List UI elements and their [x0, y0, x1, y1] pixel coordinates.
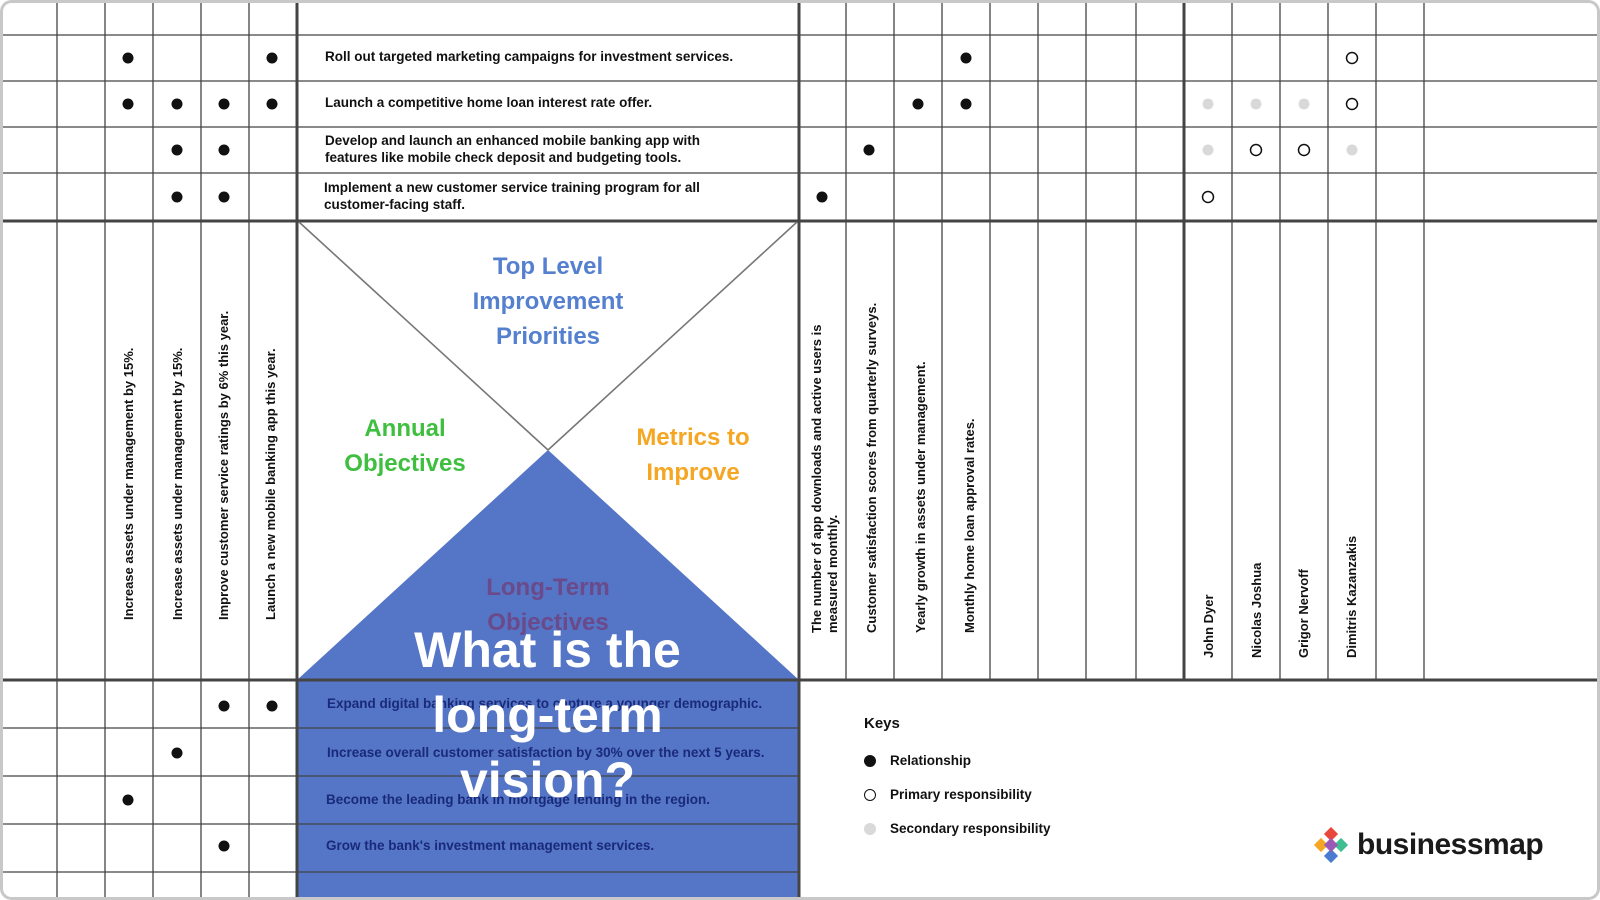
key-secondary-label: Secondary responsibility — [890, 821, 1051, 836]
long-term-objective-1: Expand digital banking services to captu… — [327, 696, 763, 711]
relationship-dot-icon — [122, 98, 134, 110]
person-nicolas-joshua: Nicolas Joshua — [1249, 562, 1264, 658]
diagonal-line — [547, 221, 798, 451]
priority-row-4: Implement a new customer service trainin… — [324, 180, 700, 212]
secondary-responsibility-dot-icon — [1346, 144, 1358, 156]
businessmap-logo-mark-icon — [1313, 827, 1349, 863]
relationship-dot-icon — [863, 144, 875, 156]
relationship-dot-icon — [171, 191, 183, 203]
key-primary-label: Primary responsibility — [890, 787, 1032, 802]
relationship-dot-icon — [864, 754, 876, 767]
relationship-dot-icon — [218, 700, 230, 712]
relationship-dot-icon — [960, 98, 972, 110]
long-term-objectives-label: Long-Term Objectives — [486, 574, 610, 636]
relationship-dot-icon — [960, 52, 972, 64]
top-level-priorities-label: Top Level Improvement Priorities — [472, 253, 624, 350]
secondary-responsibility-dot-icon — [1250, 98, 1262, 110]
businessmap-logo: businessmap — [1313, 827, 1544, 863]
metrics-to-improve-label: Metrics to Improve — [636, 424, 750, 486]
priority-row-3: Develop and launch an enhanced mobile ba… — [325, 133, 701, 165]
key-primary-responsibility: Primary responsibility — [864, 787, 1032, 802]
relationship-dot-icon — [912, 98, 924, 110]
long-term-vision-question: What is the long-term vision? — [414, 622, 681, 808]
long-term-objective-2: Increase overall customer satisfaction b… — [327, 745, 765, 760]
primary-responsibility-circle-icon — [1345, 97, 1359, 111]
primary-responsibility-circle-icon — [1297, 143, 1311, 157]
primary-responsibility-circle-icon — [864, 788, 876, 801]
person-john-dyer: John Dyer — [1201, 594, 1216, 658]
annual-objective-2: Increase assets under management by 15%. — [170, 347, 185, 620]
long-term-objectives-panel — [297, 450, 799, 900]
secondary-responsibility-dot-icon — [1298, 98, 1310, 110]
metric-3: Yearly growth in assets under management… — [913, 361, 928, 633]
annual-objective-1: Increase assets under management by 15%. — [121, 347, 136, 620]
key-relationship-label: Relationship — [890, 753, 972, 768]
key-relationship: Relationship — [864, 753, 971, 768]
relationship-dot-icon — [266, 52, 278, 64]
relationship-dot-icon — [218, 191, 230, 203]
long-term-objective-3: Become the leading bank in mortgage lend… — [326, 792, 711, 807]
relationship-dot-icon — [171, 747, 183, 759]
secondary-responsibility-dot-icon — [1202, 98, 1214, 110]
long-term-objective-4: Grow the bank's investment management se… — [326, 838, 655, 853]
relationship-dot-icon — [171, 98, 183, 110]
primary-responsibility-circle-icon — [1249, 143, 1263, 157]
metric-4: Monthly home loan approval rates. — [962, 418, 977, 633]
annual-objectives-label: Annual Objectives — [344, 415, 466, 477]
metric-1: The number of app downloads and active u… — [809, 324, 840, 633]
relationship-dot-icon — [218, 840, 230, 852]
secondary-responsibility-dot-icon — [1202, 144, 1214, 156]
relationship-dot-icon — [171, 144, 183, 156]
relationship-dot-icon — [266, 98, 278, 110]
person-grigor-nervoff: Grigor Nervoff — [1296, 569, 1311, 658]
secondary-responsibility-dot-icon — [864, 822, 876, 835]
relationship-dot-icon — [266, 700, 278, 712]
relationship-dot-icon — [218, 98, 230, 110]
annual-objective-3: Improve customer service ratings by 6% t… — [216, 310, 231, 620]
relationship-dot-icon — [122, 52, 134, 64]
businessmap-logo-text: businessmap — [1357, 828, 1544, 861]
priority-row-2: Launch a competitive home loan interest … — [325, 95, 653, 110]
annual-objective-4: Launch a new mobile banking app this yea… — [263, 348, 278, 620]
relationship-dot-icon — [122, 794, 134, 806]
relationship-dot-icon — [218, 144, 230, 156]
keys-title: Keys — [864, 715, 900, 732]
relationship-dot-icon — [816, 191, 828, 203]
priority-row-1: Roll out targeted marketing campaigns fo… — [325, 49, 734, 64]
diagonal-line — [298, 221, 549, 451]
primary-responsibility-circle-icon — [1201, 190, 1215, 204]
metric-2: Customer satisfaction scores from quarte… — [864, 302, 879, 633]
key-secondary-responsibility: Secondary responsibility — [864, 821, 1051, 836]
person-dimitris-kazanzakis: Dimitris Kazanzakis — [1344, 535, 1359, 658]
primary-responsibility-circle-icon — [1345, 51, 1359, 65]
